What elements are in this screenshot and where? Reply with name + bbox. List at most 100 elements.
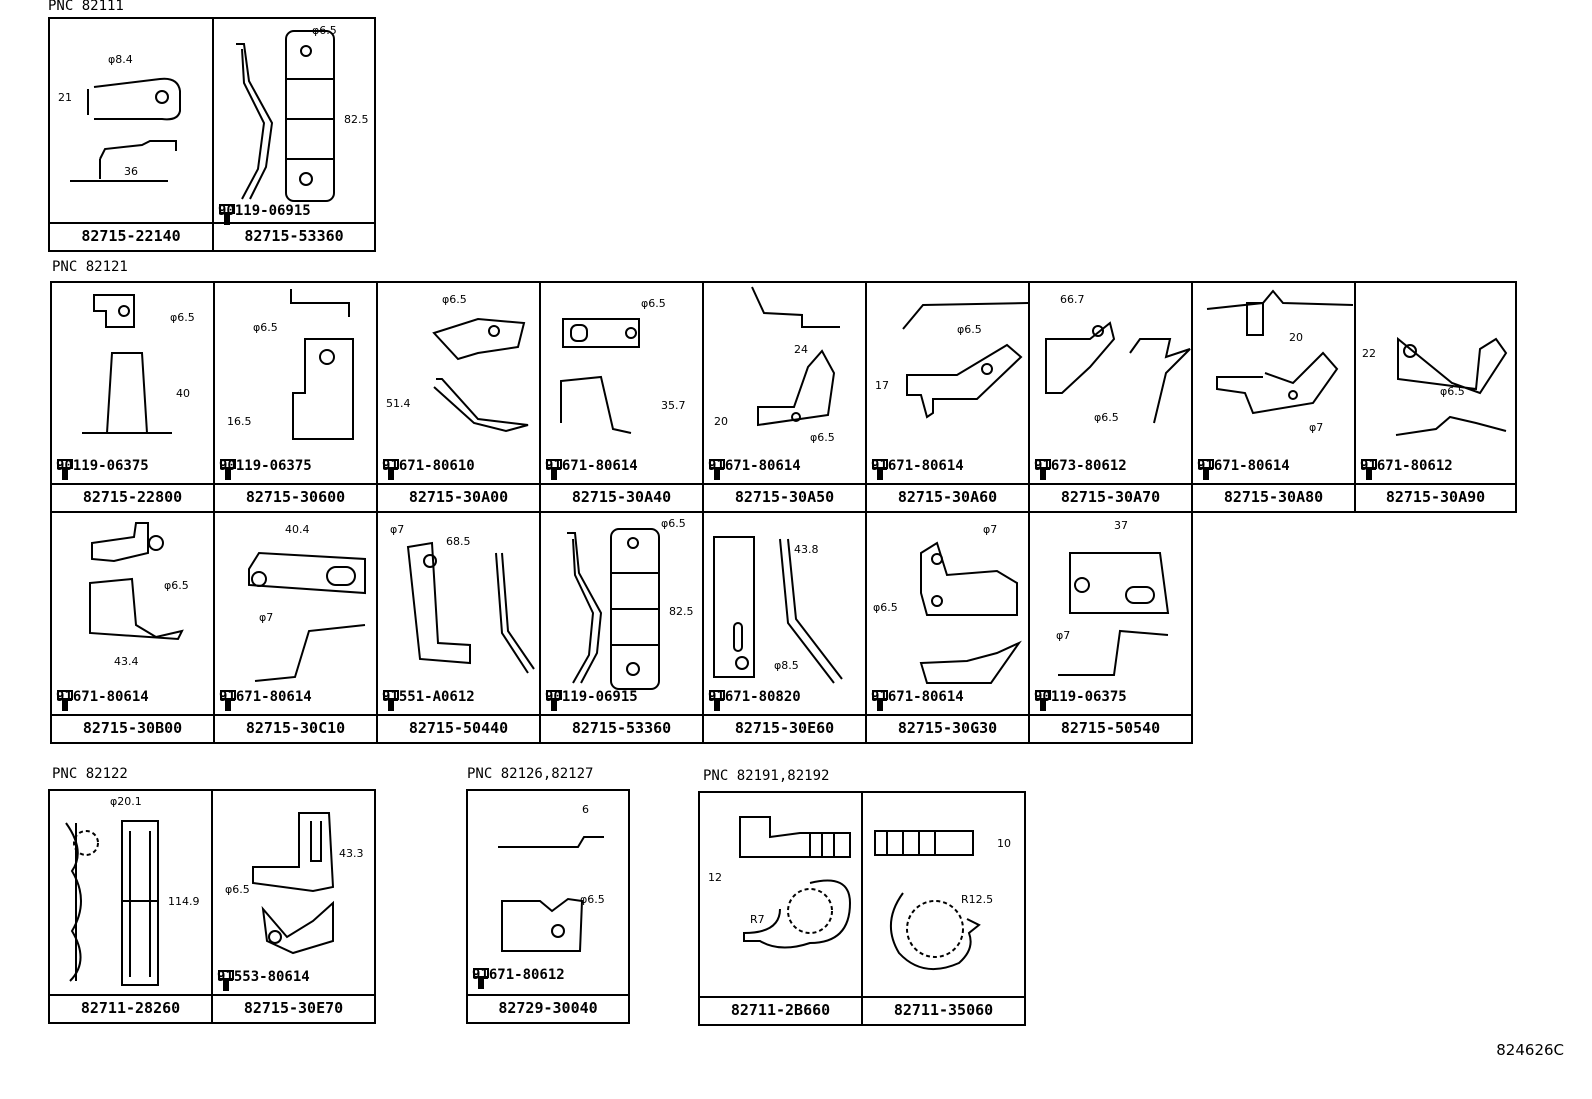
bolt-number[interactable]: 91553-80614 xyxy=(217,969,310,985)
bolt-number[interactable]: 90119-06375 xyxy=(1034,689,1127,705)
part-number[interactable]: 82715-30B00 xyxy=(52,714,213,742)
bolt-number[interactable]: 91671-80614 xyxy=(708,458,801,474)
pnc-label-82111: PNC 82111 xyxy=(48,0,124,14)
part-number[interactable]: 82715-30C10 xyxy=(215,714,376,742)
dim-label: φ6.5 xyxy=(1440,385,1465,398)
bolt-number[interactable]: 91671-80820 xyxy=(708,689,801,705)
part-cell[interactable]: 20 φ7 91671-80614 82715-30A80 xyxy=(1191,281,1356,513)
bolt-number[interactable]: 91671-80614 xyxy=(545,458,638,474)
part-cell[interactable]: φ6.5 16.5 90119-06375 82715-30600 xyxy=(213,281,378,513)
part-number[interactable]: 82715-50540 xyxy=(1030,714,1191,742)
dim-label: φ6.5 xyxy=(312,24,337,37)
part-cell[interactable]: 40.4 φ7 91671-80614 82715-30C10 xyxy=(213,511,378,744)
dim-label: φ6.5 xyxy=(170,311,195,324)
part-number[interactable]: 82715-22800 xyxy=(52,483,213,511)
part-cell[interactable]: φ7 68.5 91551-A0612 82715-50440 xyxy=(376,511,541,744)
dim-label: 82.5 xyxy=(344,113,369,126)
dim-label: 43.3 xyxy=(339,847,364,860)
part-number[interactable]: 82715-50440 xyxy=(378,714,539,742)
part-number[interactable]: 82711-35060 xyxy=(863,996,1024,1024)
pnc-label-82191: PNC 82191,82192 xyxy=(703,768,830,784)
bracket-drawing xyxy=(498,836,604,952)
bolt-number[interactable]: 91671-80614 xyxy=(56,689,149,705)
bolt-number[interactable]: 91673-80612 xyxy=(1034,458,1127,474)
dim-label: φ6.5 xyxy=(442,293,467,306)
part-number[interactable]: 82715-30A60 xyxy=(867,483,1028,511)
dim-label: φ7 xyxy=(390,523,405,536)
part-cell[interactable]: 66.7 φ6.5 91673-80612 82715-30A70 xyxy=(1028,281,1193,513)
pnc-label-82121: PNC 82121 xyxy=(52,259,128,275)
part-cell[interactable]: 22 φ6.5 91671-80612 82715-30A90 xyxy=(1354,281,1517,513)
bolt-callout: 90119-06915 xyxy=(218,203,311,225)
dim-label: 40.4 xyxy=(285,523,310,536)
part-number[interactable]: 82711-28260 xyxy=(50,994,211,1022)
bolt-number[interactable]: 91671-80614 xyxy=(871,458,964,474)
bolt-callout: 91671-80614 xyxy=(545,458,638,480)
bracket-drawing xyxy=(236,30,335,202)
bracket-drawing xyxy=(248,551,366,682)
part-number[interactable]: 82715-30A40 xyxy=(541,483,702,511)
part-number[interactable]: 82715-30A50 xyxy=(704,483,865,511)
part-cell[interactable]: φ6.5 51.4 91671-80610 82715-30A00 xyxy=(376,281,541,513)
part-cell[interactable]: 37 φ7 90119-06375 82715-50540 xyxy=(1028,511,1193,744)
dim-label: 43.4 xyxy=(114,655,139,668)
part-number[interactable]: 82715-30G30 xyxy=(867,714,1028,742)
bolt-number[interactable]: 91671-80614 xyxy=(871,689,964,705)
part-cell[interactable]: φ6.5 82.5 90119-06915 82715-53360 xyxy=(539,511,704,744)
bolt-number[interactable]: 90119-06915 xyxy=(218,203,311,219)
part-cell[interactable]: φ6.5 43.4 91671-80614 82715-30B00 xyxy=(50,511,215,744)
dim-label: 51.4 xyxy=(386,397,411,410)
part-cell[interactable]: 43.8 φ8.5 91671-80820 82715-30E60 xyxy=(702,511,867,744)
part-number[interactable]: 82715-53360 xyxy=(541,714,702,742)
dim-label: φ7 xyxy=(983,523,998,536)
dim-label: φ6.5 xyxy=(957,323,982,336)
part-number[interactable]: 82715-30E70 xyxy=(213,994,374,1022)
dim-label: φ8.5 xyxy=(774,659,799,672)
bracket-drawing xyxy=(1206,289,1354,415)
bolt-number[interactable]: 90119-06375 xyxy=(56,458,149,474)
part-number[interactable]: 82729-30040 xyxy=(468,994,628,1022)
bolt-number[interactable]: 91551-A0612 xyxy=(382,689,475,705)
bracket-drawing xyxy=(82,294,172,434)
part-cell[interactable]: φ6.5 40 90119-06375 82715-22800 xyxy=(50,281,215,513)
bolt-number[interactable]: 91671-80614 xyxy=(1197,458,1290,474)
part-cell[interactable]: φ6.5 82.5 90119-06915 82715-53360 xyxy=(212,17,376,252)
part-cell[interactable]: φ6.5 35.7 91671-80614 82715-30A40 xyxy=(539,281,704,513)
dim-label: φ6.5 xyxy=(164,579,189,592)
part-cell[interactable]: 43.3 φ6.5 91553-80614 82715-30E70 xyxy=(211,789,376,1024)
bolt-number[interactable]: 91671-80612 xyxy=(1360,458,1453,474)
part-number[interactable]: 82715-30A80 xyxy=(1193,483,1354,511)
part-number[interactable]: 82715-53360 xyxy=(214,222,374,250)
part-cell[interactable]: φ8.4 21 36 82715-22140 xyxy=(48,17,214,252)
bolt-number[interactable]: 91671-80612 xyxy=(472,967,565,983)
bolt-number[interactable]: 91671-80614 xyxy=(219,689,312,705)
part-cell[interactable]: φ7 φ6.5 91671-80614 82715-30G30 xyxy=(865,511,1030,744)
bolt-number[interactable]: 91671-80610 xyxy=(382,458,475,474)
part-cell[interactable]: φ20.1 114.9 82711-28260 xyxy=(48,789,213,1024)
bolt-number[interactable]: 90119-06375 xyxy=(219,458,312,474)
part-number[interactable]: 82715-30A90 xyxy=(1356,483,1515,511)
bolt-callout: 90119-06375 xyxy=(56,458,149,480)
bracket-drawing xyxy=(874,830,981,970)
bracket-drawing xyxy=(65,820,159,986)
part-cell[interactable]: 10 R12.5 82711-35060 xyxy=(861,791,1026,1026)
part-cell[interactable]: 6 φ6.5 91671-80612 82729-30040 xyxy=(466,789,630,1024)
part-number[interactable]: 82715-30E60 xyxy=(704,714,865,742)
illustration-reference: 824626C xyxy=(1496,1041,1564,1059)
part-number[interactable]: 82711-2B660 xyxy=(700,996,861,1024)
bolt-number[interactable]: 90119-06915 xyxy=(545,689,638,705)
bolt-callout: 90119-06375 xyxy=(219,458,312,480)
part-number[interactable]: 82715-30600 xyxy=(215,483,376,511)
part-cell[interactable]: 24 20 φ6.5 91671-80614 82715-30A50 xyxy=(702,281,867,513)
bracket-drawing xyxy=(902,302,1028,419)
dim-label: φ20.1 xyxy=(110,795,142,808)
dim-label: φ7 xyxy=(259,611,274,624)
part-cell[interactable]: 12 R7 82711-2B660 xyxy=(698,791,863,1026)
bracket-drawing xyxy=(567,528,660,690)
part-number[interactable]: 82715-30A70 xyxy=(1030,483,1191,511)
bracket-drawing xyxy=(739,816,852,949)
dim-label: φ8.4 xyxy=(108,53,133,66)
part-number[interactable]: 82715-22140 xyxy=(50,222,212,250)
part-number[interactable]: 82715-30A00 xyxy=(378,483,539,511)
part-cell[interactable]: φ6.5 17 91671-80614 82715-30A60 xyxy=(865,281,1030,513)
